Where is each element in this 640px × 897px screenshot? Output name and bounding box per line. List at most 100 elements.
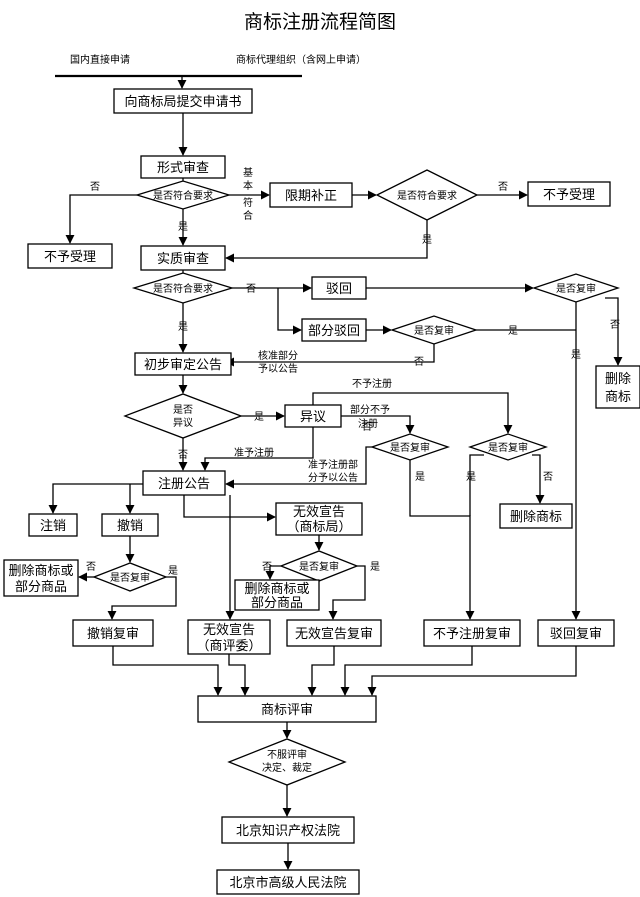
objection-review-1-no-arrow	[225, 446, 372, 489]
reject-accept-left-box	[27, 243, 113, 269]
objection-check-line2: 异议	[173, 417, 193, 429]
objection-no-label: 否	[178, 449, 188, 461]
correction-yes-arrow	[225, 220, 428, 263]
objection-review-check-2-diamond	[467, 433, 549, 461]
high-court-label: 北京市高级人民法院	[229, 875, 346, 891]
dissatisfied-check-line2: 决定、裁定	[262, 761, 312, 774]
revocation-review-yes-arrow	[107, 576, 177, 620]
partial-review-yes-label: 是	[508, 325, 518, 337]
invalidation-tmo-line2: （商标局）	[286, 520, 351, 535]
partial-rejection-label: 部分驳回	[308, 324, 360, 339]
rejection-review-no-arrow	[605, 297, 623, 366]
substantive-review-label: 实质审查	[157, 252, 209, 267]
arrow-to-invalidation-tmo	[183, 495, 276, 522]
source-direct-label: 国内直接申请	[70, 53, 130, 66]
reject-accept-right-box	[527, 181, 611, 207]
revocation-review-label: 撤销复审	[87, 626, 139, 642]
revocation-review-box	[72, 619, 154, 647]
invalidation-review-check-label: 是否复审	[299, 560, 339, 573]
delete-mark-mid-box	[499, 503, 573, 529]
objection-review-2-no-label: 否	[543, 471, 553, 483]
objection-review-check-1-diamond	[369, 433, 451, 461]
revocation-review-check-label: 是否复审	[110, 571, 150, 584]
substantive-no-label: 否	[246, 283, 256, 295]
invalidation-review-yes-arrow	[328, 565, 366, 620]
partial-review-check-label: 是否复审	[414, 324, 454, 337]
objection-review-check-1-label: 是否复审	[390, 441, 430, 454]
delete-mark-or-goods-left-line2: 部分商品	[15, 580, 67, 595]
objection-review-check-2-label: 是否复审	[488, 441, 528, 454]
formal-no-label: 否	[90, 181, 100, 193]
objection-review-2-no-arrow	[532, 454, 545, 504]
partial-review-no-label: 否	[414, 356, 424, 368]
objection-review-2-yes-label: 是	[466, 471, 476, 483]
substantive-check-label: 是否符合要求	[153, 282, 213, 295]
correction-check-label: 是否符合要求	[397, 189, 457, 202]
rejection-review-check-label: 是否复审	[556, 282, 596, 295]
reject-accept-right-label: 不予受理	[543, 188, 595, 203]
basic-char-3: 符	[243, 196, 253, 209]
correction-no-label: 否	[498, 181, 508, 193]
ip-court-label: 北京知识产权法院	[236, 823, 340, 839]
delete-mark-or-goods-left-line1: 删除商标或	[8, 564, 73, 579]
invalidation-review-no-arrow	[265, 565, 281, 580]
rejection-to-board-arrow	[367, 646, 577, 696]
grant-register-arrow	[200, 427, 314, 471]
basic-char-4: 合	[243, 209, 253, 222]
partial-not-register-arrow	[341, 415, 415, 434]
delete-mark-or-goods-mid-line2: 部分商品	[251, 596, 303, 611]
formal-review-label: 形式审查	[157, 161, 209, 176]
rejection-review-no-label: 否	[610, 319, 620, 331]
cancellation-box	[28, 513, 78, 537]
invalidation-trab-to-board-arrow	[228, 654, 250, 696]
objection-review-1-yes-label: 是	[415, 471, 425, 483]
formal-yes-label: 是	[178, 221, 188, 233]
registration-announcement-label: 注册公告	[158, 477, 210, 492]
review-board-label: 商标评审	[261, 703, 313, 718]
invalidation-tmo-box	[275, 502, 363, 536]
delete-mark-right-box	[595, 365, 640, 409]
invalidation-review-label: 无效宣告复审	[295, 626, 373, 642]
submit-application-label: 向商标局提交申请书	[124, 94, 241, 110]
revocation-review-yes-label: 是	[168, 565, 178, 577]
non-registration-review-label: 不予注册复审	[433, 627, 511, 642]
objection-check-diamond	[123, 393, 243, 439]
formal-check-label: 是否符合要求	[153, 189, 213, 202]
revocation-review-no-label: 否	[86, 561, 96, 573]
objection-review-1-no-label: 否	[362, 421, 372, 433]
invalidation-tmo-line1: 无效宣告	[293, 504, 345, 520]
review-board-box	[197, 695, 377, 723]
ip-court-box	[221, 816, 355, 844]
arrow-to-partial-rejection	[277, 288, 302, 335]
delete-mark-right-line2: 商标	[605, 390, 631, 405]
rejection-review-label: 驳回复审	[550, 627, 602, 642]
correction-label: 限期补正	[285, 189, 337, 204]
invalidation-to-board-arrow	[307, 646, 335, 696]
high-court-box	[216, 869, 360, 895]
revocation-to-board-arrow	[112, 646, 223, 696]
approve-part-line2: 予以公告	[258, 362, 298, 375]
grant-part-line2: 分予以公告	[308, 471, 358, 484]
arrow-to-cancellation	[48, 483, 143, 514]
delete-mark-mid-label: 删除商标	[510, 510, 562, 525]
not-register-label: 不予注册	[352, 377, 392, 390]
page-title: 商标注册流程简图	[244, 11, 396, 33]
partial-not-line1: 部分不予	[350, 403, 390, 416]
correction-yes-label: 是	[422, 234, 432, 246]
reject-accept-left-label: 不予受理	[44, 250, 96, 265]
partial-not-line2: 注册	[358, 417, 378, 430]
preliminary-announcement-label: 初步审定公告	[144, 358, 222, 373]
objection-review-2-yes-line	[469, 454, 484, 516]
dissatisfied-check-line1: 不服评审	[267, 748, 307, 761]
delete-mark-or-goods-left-box	[3, 559, 79, 597]
invalidation-trab-box	[187, 619, 271, 655]
objection-label: 异议	[300, 410, 326, 425]
grant-part-line1: 准予注册部	[308, 458, 358, 471]
basic-char-1: 基	[243, 166, 253, 179]
invalidation-trab-line1: 无效宣告	[203, 622, 255, 638]
objection-yes-label: 是	[254, 411, 264, 423]
basic-char-2: 本	[243, 179, 253, 192]
submit-application-box	[113, 88, 253, 114]
substantive-yes-label: 是	[178, 321, 188, 333]
